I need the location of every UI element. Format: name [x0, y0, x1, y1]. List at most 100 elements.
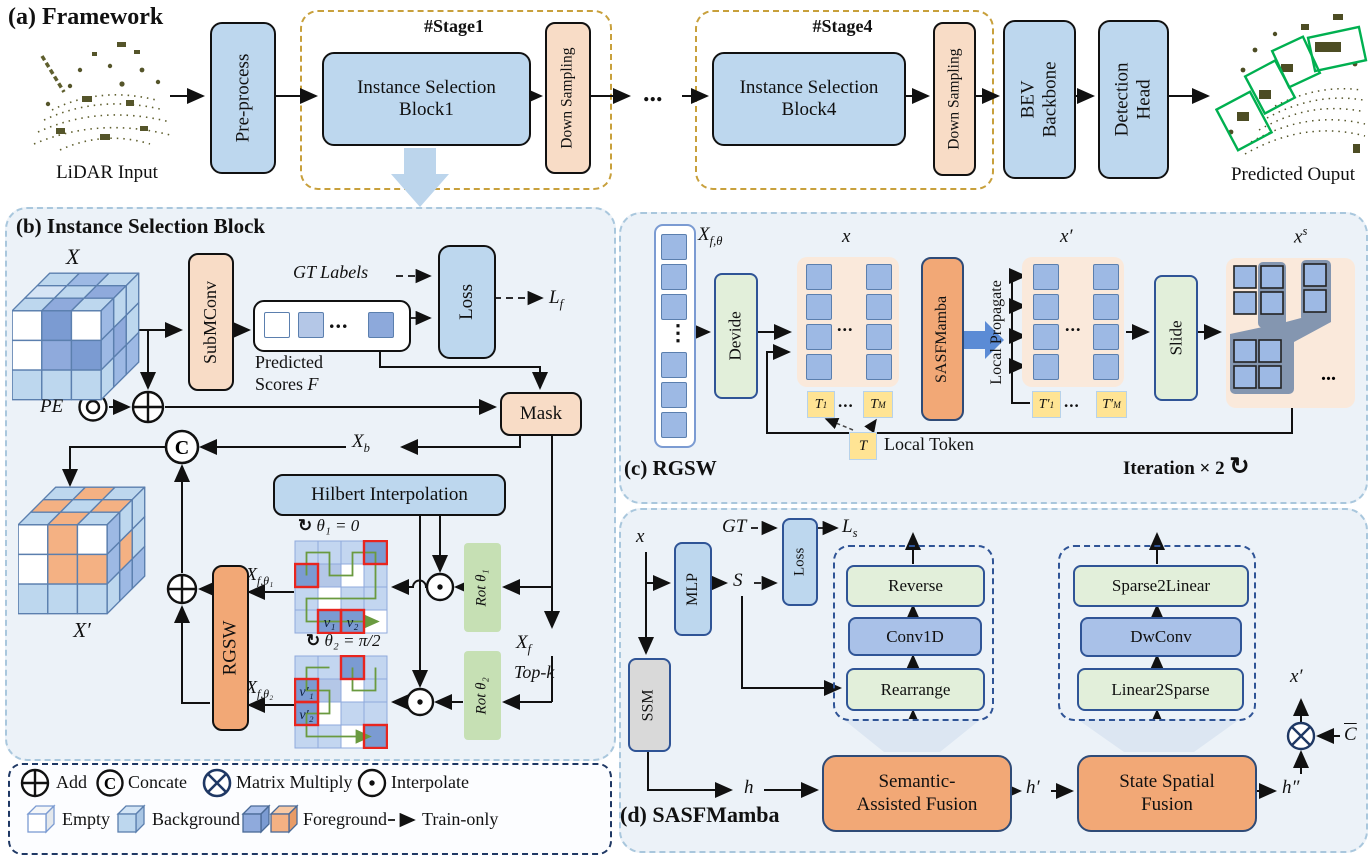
local-token-label: Local Token — [884, 434, 974, 454]
voxel-cube-output — [18, 486, 146, 615]
hilbert-interpolation-box: Hilbert Interpolation — [273, 474, 506, 516]
interpolate-node-2 — [405, 687, 435, 717]
add-node-1 — [131, 390, 165, 424]
rot-theta1-box: Rot θ₁ — [464, 543, 501, 632]
rot-theta2-box: Rot θ₂ — [464, 651, 501, 740]
x-prime-group-label: x′ — [1060, 226, 1073, 247]
stage1-label: #Stage1 — [424, 16, 484, 36]
voxel-cube-input — [12, 272, 140, 401]
svg-text:v′₁: v′₁ — [299, 685, 313, 700]
legend-interpolate-icon — [357, 768, 387, 798]
local-propagate-label: Local Propagate — [987, 279, 1005, 385]
panel-c-title: (c) RGSW — [624, 456, 717, 480]
legend-background-cube — [116, 804, 146, 834]
c-bar-label: C — [1344, 724, 1357, 745]
conv1d-box: Conv1D — [848, 617, 982, 656]
legend-add-icon — [20, 768, 50, 798]
rgsw-box: RGSW — [212, 565, 249, 731]
pe-label: PE — [40, 396, 64, 417]
h-prime-label: h′ — [1026, 777, 1040, 798]
down-sampling-box-4: Down Sampling — [933, 22, 976, 176]
d-x-prime-label: x′ — [1290, 666, 1303, 687]
x-s-group-container: ... — [1226, 258, 1355, 408]
x-prime-group-container: ... — [1022, 257, 1124, 387]
xf-theta2-label: Xf,θ₂ — [246, 677, 274, 701]
loss-f-label: Lf — [549, 287, 564, 311]
xb-label: Xb — [352, 431, 370, 455]
h-double-prime-label: h″ — [1282, 777, 1300, 798]
panel-b-title: (b) Instance Selection Block — [16, 214, 266, 238]
svg-text:...: ... — [1321, 363, 1336, 385]
legend-interpolate-label: Interpolate — [391, 772, 469, 792]
predicted-scores-caption-1: Predicted — [255, 352, 323, 372]
x-s-group-label: xs — [1294, 224, 1308, 248]
svg-text:v′₂: v′₂ — [299, 708, 313, 723]
token-ellipsis: ... — [838, 392, 854, 411]
legend-concate-label: Concate — [128, 772, 187, 792]
legend-train-only-label: Train-only — [422, 809, 499, 829]
dwconv-box: DwConv — [1080, 617, 1242, 657]
legend-matmul-label: Matrix Multiply — [236, 772, 353, 792]
matmul-node — [1286, 721, 1316, 751]
sasfmamba-box: SASFMamba — [921, 257, 964, 421]
hilbert-grid-theta2: v′₁ v′₂ — [294, 655, 388, 749]
score-cell-empty — [264, 312, 290, 338]
slide-box: Slide — [1154, 275, 1198, 401]
score-ellipsis: ... — [329, 308, 349, 333]
svg-text:C: C — [175, 437, 189, 459]
preprocess-box: Pre-process — [210, 22, 276, 174]
xf-label: Xf — [516, 632, 532, 656]
svg-text:v₁: v₁ — [324, 615, 336, 631]
x-group-container: ... — [797, 257, 899, 387]
stage-ellipsis: ... — [643, 78, 663, 107]
panel-d-title: (d) SASFMamba — [620, 802, 780, 827]
loss-s-label: Ls — [842, 516, 858, 540]
iteration-label: Iteration × 2 ↻ — [1123, 454, 1250, 480]
predicted-output-label: Predicted Ouput — [1230, 164, 1355, 185]
rearrange-box: Rearrange — [846, 668, 985, 711]
ssm-box: SSM — [628, 658, 671, 752]
linear2sparse-box: Linear2Sparse — [1077, 668, 1244, 711]
score-cell-background — [298, 312, 324, 338]
predicted-scores-caption-2: Scores F — [255, 374, 319, 394]
svg-text:v₂: v₂ — [347, 615, 359, 631]
hilbert-grid-theta1: v₁ v₂ — [294, 540, 388, 634]
x-group-ellipsis: ... — [837, 315, 854, 335]
mask-box: Mask — [500, 392, 582, 436]
panel-a-title: (a) Framework — [8, 4, 164, 30]
sasfmamba-output-arrow — [962, 321, 1004, 359]
sparse-feature-column: ⋮ — [654, 224, 696, 448]
d-gt-label: GT — [722, 516, 747, 537]
reverse-box: Reverse — [846, 565, 985, 607]
mlp-box: MLP — [674, 542, 712, 636]
svg-text:C: C — [104, 774, 116, 793]
x-output-label: X′ — [73, 618, 91, 642]
local-token-1-prime: T′1 — [1032, 391, 1061, 418]
legend-empty-cube — [26, 804, 56, 834]
score-cell-foreground — [368, 312, 394, 338]
legend-background-label: Background — [152, 809, 240, 829]
gt-labels-label: GT Labels — [293, 262, 369, 282]
lidar-input-pointcloud — [33, 42, 175, 151]
local-token-T: T — [849, 432, 877, 460]
sparse2linear-box: Sparse2Linear — [1073, 565, 1249, 607]
stage4-label: #Stage4 — [812, 16, 873, 36]
theta2-label: ↻ θ₂ = π/2 — [306, 631, 381, 650]
loss-box-b: Loss — [438, 245, 496, 359]
topk-label: Top-k — [514, 662, 555, 682]
loss-box-d: Loss — [782, 518, 818, 606]
x-group-label: x — [842, 226, 851, 247]
add-node-2 — [166, 573, 198, 605]
legend-concat-icon: C — [96, 769, 124, 797]
theta1-label: ↻ θ₁ = 0 — [298, 516, 360, 535]
x-input-label: X — [66, 244, 80, 269]
lidar-input-label: LiDAR Input — [56, 162, 158, 183]
